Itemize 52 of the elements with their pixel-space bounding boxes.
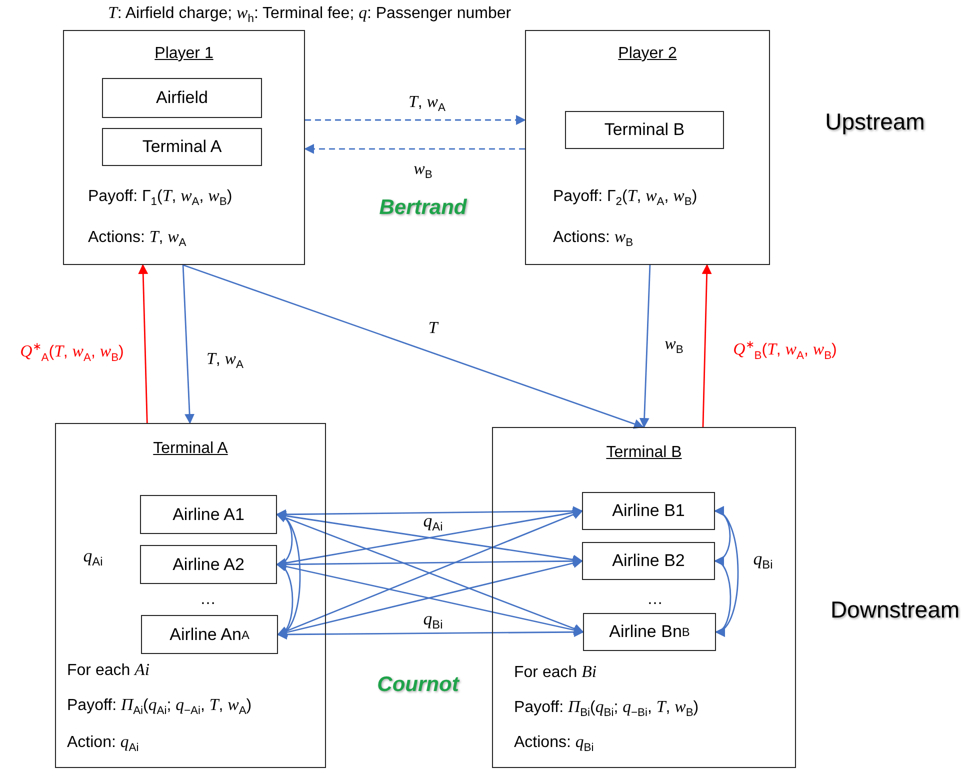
group-box — [525, 30, 770, 265]
process-box: Terminal A — [102, 128, 262, 166]
flow-label: q$_{Bi}$ — [423, 608, 443, 632]
ellipsis-label: … — [200, 591, 216, 609]
box-text: Actions: w$_{B}$ — [553, 227, 634, 250]
edge-label: w$_{B}$ — [664, 334, 684, 356]
level-label: Downstream — [830, 596, 960, 624]
box-heading: Terminal A — [153, 440, 228, 458]
box-text: Payoff: Π$_{Bi}$(q$_{Bi}$; q$_{−Bi}$, T, w$_{B}$) — [514, 697, 699, 720]
box-text: Payoff: Π$_{Ai}$(q$_{Ai}$; q$_{−Ai}$, T, w$_{A}$) — [67, 695, 252, 718]
process-box: Airline B1 — [582, 492, 715, 530]
curved-arrow — [276, 512, 301, 636]
edge-label: w$_{B}$ — [414, 158, 432, 182]
arrow — [182, 264, 195, 424]
edge-label: T, w$_{A}$ — [408, 92, 446, 114]
dashed-arrow — [305, 115, 526, 125]
arrow — [702, 264, 712, 428]
arrow — [182, 264, 644, 429]
process-box: Airline A1 — [140, 495, 277, 534]
box-text: Payoff: Γ$_{2}$(T, w$_{A}$, w$_{B}$) — [553, 186, 698, 208]
box-text: For each Bi — [514, 662, 597, 682]
group-box — [55, 423, 326, 768]
group-box — [63, 30, 305, 265]
level-label: Upstream — [825, 108, 925, 136]
game-label: Cournot — [377, 673, 459, 697]
process-box: Airline A2 — [140, 545, 277, 584]
game-label: Bertrand — [379, 196, 467, 220]
flow-label: q$_{Bi}$ — [753, 548, 773, 572]
process-box: Airfield — [102, 78, 262, 118]
dashed-arrow — [304, 144, 525, 154]
flow-label: q$_{Ai}$ — [83, 545, 103, 569]
ellipsis-label: … — [647, 591, 663, 609]
box-text: For each Ai — [67, 660, 150, 680]
arrow — [639, 264, 651, 428]
process-box: Terminal B — [565, 111, 724, 149]
box-text: Action: q$_{Ai}$ — [67, 732, 139, 754]
process-box: Airline B2 — [582, 542, 715, 580]
edge-label: Q$^{∗}$$_{B}$(T, w$_{A}$, w$_{B}$) — [733, 338, 837, 362]
edge-label: T — [428, 318, 438, 338]
box-text: Actions: q$_{Bi}$ — [514, 732, 594, 754]
legend-note: T: Airfield charge; w$_{h}$: Terminal fee; q: Passenger number — [108, 3, 512, 26]
flow-label: q$_{Ai}$ — [423, 510, 443, 534]
arrow — [138, 264, 148, 424]
box-heading: Terminal B — [606, 444, 682, 462]
group-box — [492, 427, 796, 768]
box-text: Payoff: Γ$_{1}$(T, w$_{A}$, w$_{B}$) — [88, 186, 232, 208]
edge-label: T, w$_{A}$ — [206, 348, 244, 372]
curved-arrow — [714, 509, 739, 634]
box-heading: Player 2 — [618, 45, 677, 63]
box-text: Actions: T, w$_{A}$ — [88, 227, 186, 250]
box-heading: Player 1 — [154, 45, 214, 63]
edge-label: Q$^{∗}$$_{A}$(T, w$_{A}$, w$_{B}$) — [20, 340, 124, 364]
